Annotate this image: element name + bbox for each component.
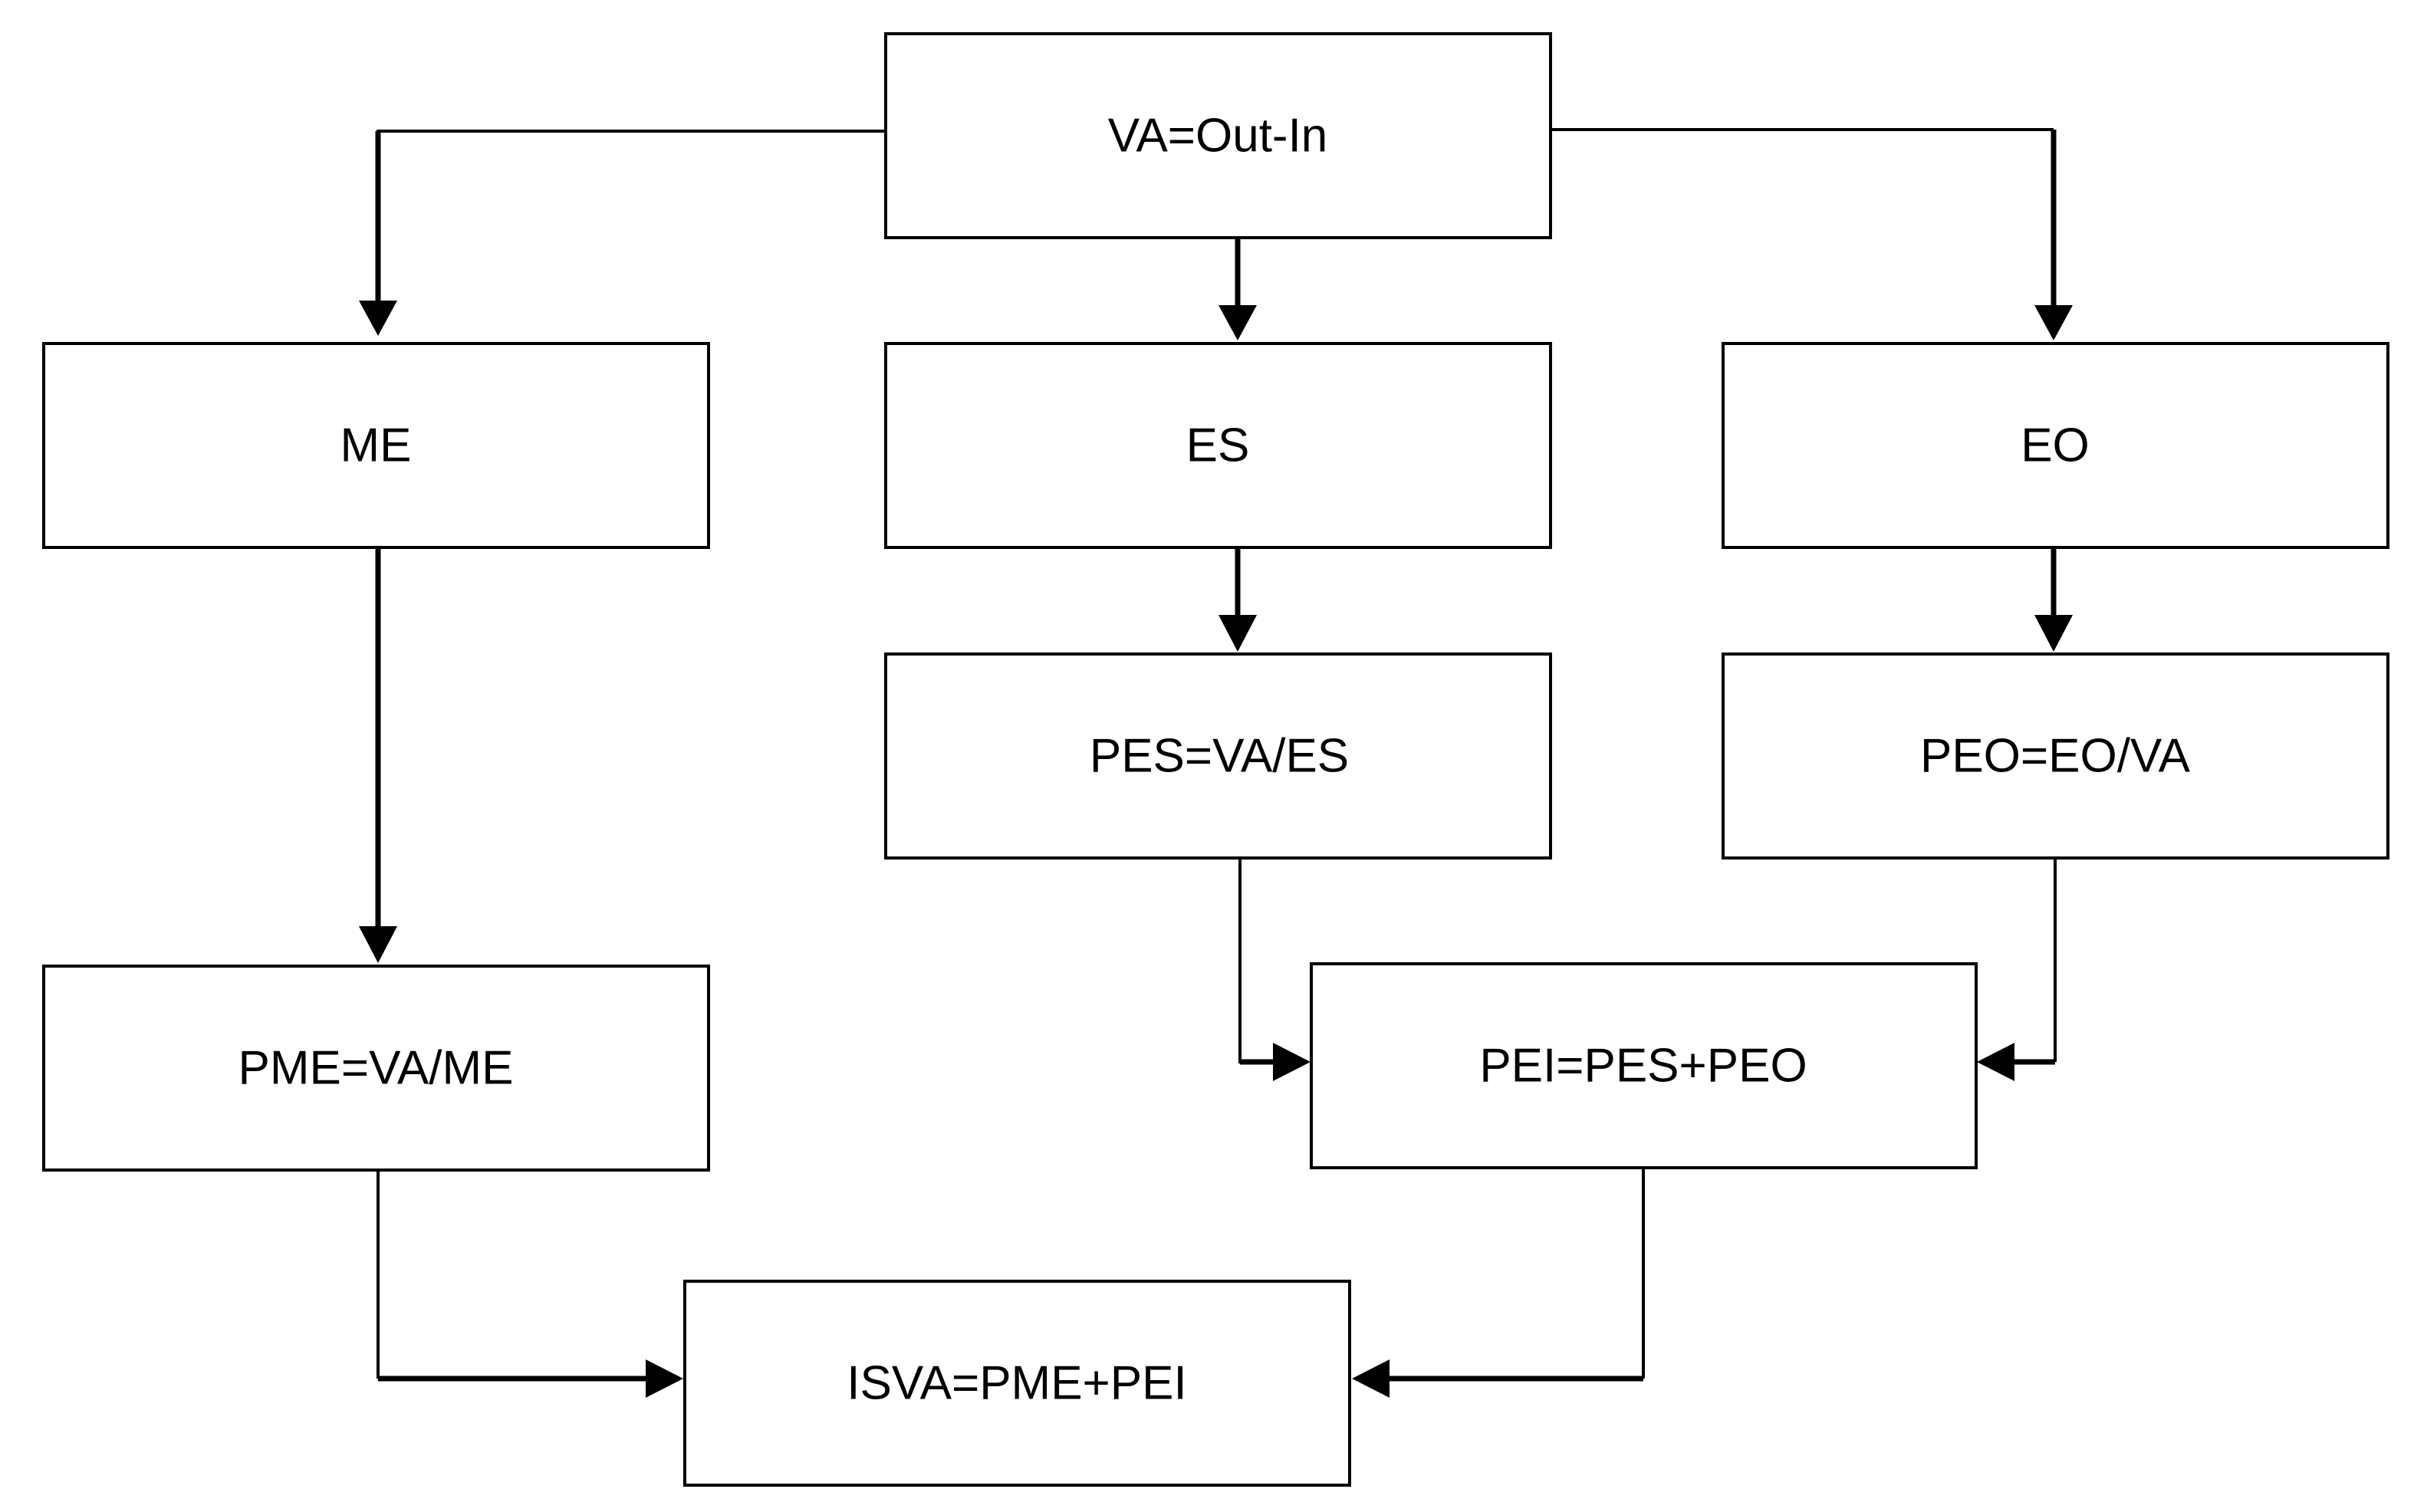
edge-va-to-es [1219,238,1257,340]
edge-pes-to-pei [1238,857,1311,1081]
node-me: ME [42,342,710,549]
node-isva-label: ISVA=PME+PEI [847,1357,1186,1410]
node-pes: PES=VA/ES [884,652,1552,860]
node-eo-label: EO [2021,419,2090,472]
node-pme-label: PME=VA/ME [238,1042,514,1095]
edge-eo-to-peo [2034,547,2073,652]
node-pei: PEI=PES+PEO [1310,962,1978,1169]
edges [359,128,2073,1398]
node-es-label: ES [1186,419,1250,472]
edge-va-to-eo [1551,128,2073,340]
node-pei-label: PEI=PES+PEO [1479,1040,1807,1093]
edge-va-to-me [359,130,886,336]
node-va: VA=Out-In [884,32,1552,239]
edge-pei-to-isva [1352,1169,1645,1398]
node-es: ES [884,342,1552,549]
node-isva: ISVA=PME+PEI [683,1280,1351,1487]
node-me-label: ME [340,419,412,472]
edge-me-to-pme [359,547,397,963]
edge-pme-to-isva [377,1169,683,1398]
node-peo-label: PEO=EO/VA [1920,730,2191,783]
edge-es-to-pes [1219,547,1257,652]
node-peo: PEO=EO/VA [1722,652,2389,860]
node-pes-label: PES=VA/ES [1090,730,1349,783]
node-pme: PME=VA/ME [42,965,710,1172]
node-va-label: VA=Out-In [1108,110,1328,163]
node-eo: EO [1722,342,2389,549]
edge-peo-to-pei [1977,857,2057,1081]
